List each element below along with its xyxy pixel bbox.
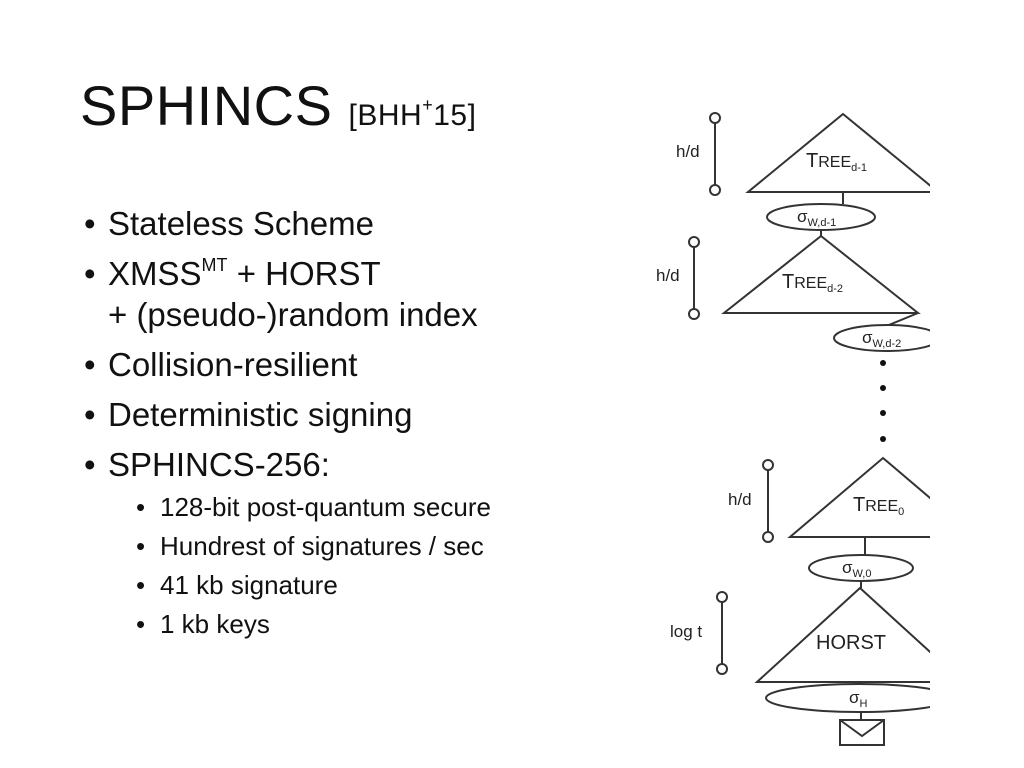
height-label: h/d	[656, 266, 680, 285]
envelope-icon	[839, 719, 885, 746]
title-citation: [BHH+15]	[348, 95, 477, 132]
horst-triangle	[754, 586, 930, 683]
signature-label: σW,d-1	[797, 207, 836, 229]
signature-label: σW,0	[842, 558, 871, 580]
sub-bullet-item: Hundrest of signatures / sec	[136, 527, 624, 566]
height-marker	[688, 236, 700, 320]
height-marker	[762, 459, 774, 543]
height-marker	[709, 112, 721, 196]
height-label: h/d	[728, 490, 752, 509]
tree-label: TREEd-1	[806, 150, 867, 174]
tree-label: TREEd-2	[782, 271, 843, 295]
bullet-item: Deterministic signing	[84, 395, 624, 436]
sub-bullet-item: 1 kb keys	[136, 605, 624, 644]
tree-label: TREE0	[853, 494, 904, 518]
slide-title: SPHINCS [BHH+15]	[80, 78, 476, 134]
sub-bullet-list: 128-bit post-quantum secure Hundrest of …	[136, 488, 624, 644]
horst-label: HORST	[816, 632, 886, 654]
sub-bullet-item: 128-bit post-quantum secure	[136, 488, 624, 527]
title-text: SPHINCS	[80, 74, 333, 137]
bullet-item: Collision-resilient	[84, 345, 624, 386]
tree-triangle	[787, 456, 930, 538]
signature-ellipse	[765, 683, 930, 713]
sub-bullet-item: 41 kb signature	[136, 566, 624, 605]
bullet-item: SPHINCS-256: 128-bit post-quantum secure…	[84, 445, 624, 643]
signature-ellipse	[833, 324, 930, 352]
signature-label: σW,d-2	[862, 328, 901, 350]
tree-triangle	[745, 112, 930, 193]
height-label: log t	[670, 622, 702, 641]
tree-triangle	[721, 234, 921, 314]
vertical-ellipsis-icon	[880, 360, 886, 442]
bullet-list: Stateless Scheme XMSSMT + HORST + (pseud…	[84, 204, 624, 654]
bullet-item: XMSSMT + HORST + (pseudo-)random index	[84, 254, 624, 335]
signature-label: σH	[849, 688, 868, 710]
sphincs-tree-diagram: h/d h/d h/d log t TREEd-1 TREEd-2 TREE0 …	[656, 112, 930, 746]
height-marker	[716, 591, 728, 675]
bullet-item: Stateless Scheme	[84, 204, 624, 245]
height-label: h/d	[676, 142, 700, 161]
